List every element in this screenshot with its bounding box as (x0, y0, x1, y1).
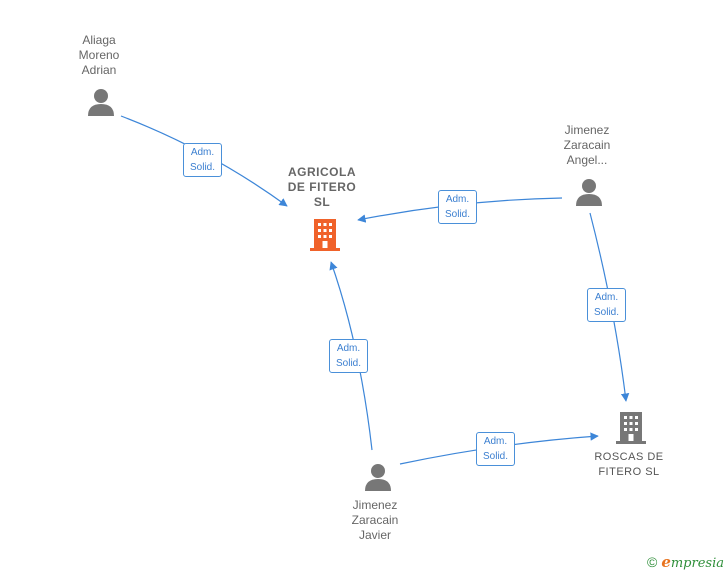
building-icon[interactable] (614, 409, 648, 445)
brand-logo: empresia (661, 553, 724, 571)
person-icon[interactable] (86, 87, 116, 117)
node-label-jimenez-angel[interactable]: Jimenez Zaracain Angel... (563, 123, 611, 167)
copyright-symbol: © (646, 554, 658, 570)
node-label-roscas[interactable]: ROSCAS DE FITERO SL (594, 451, 664, 478)
edge-label-javier-roscas[interactable]: Adm. Solid. (476, 432, 516, 466)
edge-label-javier-agricola[interactable]: Adm. Solid. (329, 339, 369, 373)
person-icon[interactable] (574, 177, 604, 207)
edge-label-aliaga-agricola[interactable]: Adm. Solid. (183, 143, 223, 177)
person-icon[interactable] (363, 462, 393, 492)
node-label-jimenez-javier[interactable]: Jimenez Zaracain Javier (351, 498, 399, 542)
edge-label-angel-roscas[interactable]: Adm. Solid. (587, 288, 627, 322)
edge-label-angel-agricola[interactable]: Adm. Solid. (438, 190, 478, 224)
node-label-agricola[interactable]: AGRICOLA DE FITERO SL (287, 165, 357, 209)
building-icon[interactable] (308, 216, 342, 252)
footer-branding: © empresia (647, 553, 724, 571)
node-label-aliaga[interactable]: Aliaga Moreno Adrian (78, 33, 120, 77)
